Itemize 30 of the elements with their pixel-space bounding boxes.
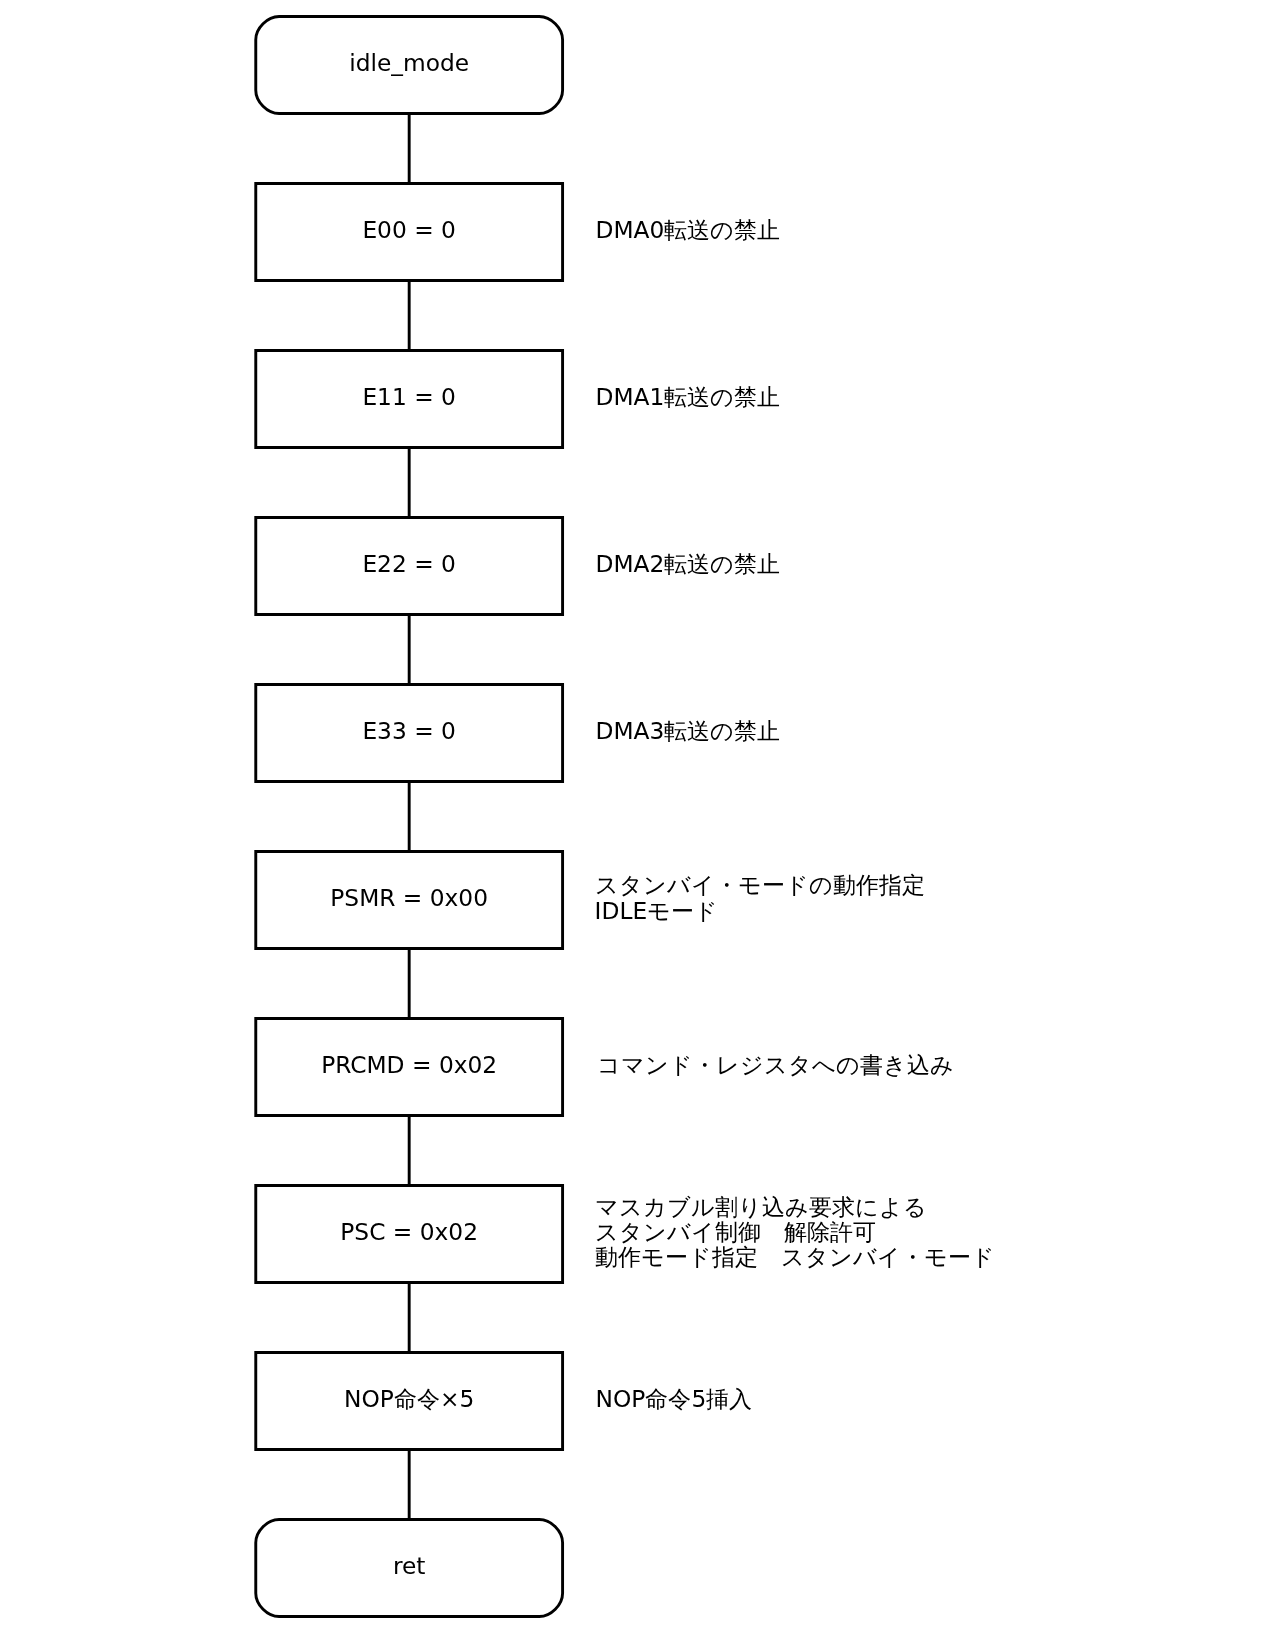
- node-box: PSC = 0x02: [253, 1184, 564, 1284]
- connector: [407, 782, 411, 851]
- connector: [407, 114, 411, 183]
- connector: [407, 1283, 411, 1352]
- node-label: コマンド・レジスタへの書き込み: [596, 1051, 954, 1079]
- node-label: IDLEモード: [594, 896, 718, 924]
- node-label: DMA1転送の禁止: [595, 383, 780, 411]
- connector: [407, 1116, 411, 1185]
- node-box: E33 = 0: [253, 683, 564, 783]
- connector: [407, 281, 411, 350]
- node-label: DMA2転送の禁止: [595, 550, 780, 578]
- node-label: NOP命令5挿入: [595, 1385, 752, 1413]
- node-box: E11 = 0: [253, 349, 564, 449]
- node-label: 動作モード指定 スタンバイ・モード: [594, 1243, 995, 1271]
- node-box: E00 = 0: [253, 182, 564, 282]
- node-box: ret: [253, 1518, 564, 1618]
- node-label: DMA3転送の禁止: [595, 717, 780, 745]
- connector: [407, 949, 411, 1018]
- node-label: DMA0転送の禁止: [595, 216, 780, 244]
- node-label: マスカブル割り込み要求による: [594, 1192, 927, 1220]
- connector: [407, 615, 411, 684]
- node-box: idle_mode: [253, 15, 564, 115]
- connector: [407, 448, 411, 517]
- node-label: スタンバイ・モードの動作指定: [594, 871, 925, 899]
- connector: [407, 1450, 411, 1519]
- node-label: スタンバイ制御 解除許可: [594, 1218, 876, 1246]
- node-box: PRCMD = 0x02: [253, 1017, 564, 1117]
- node-box: E22 = 0: [253, 516, 564, 616]
- node-box: NOP命令×5: [253, 1351, 564, 1451]
- node-box: PSMR = 0x00: [253, 850, 564, 950]
